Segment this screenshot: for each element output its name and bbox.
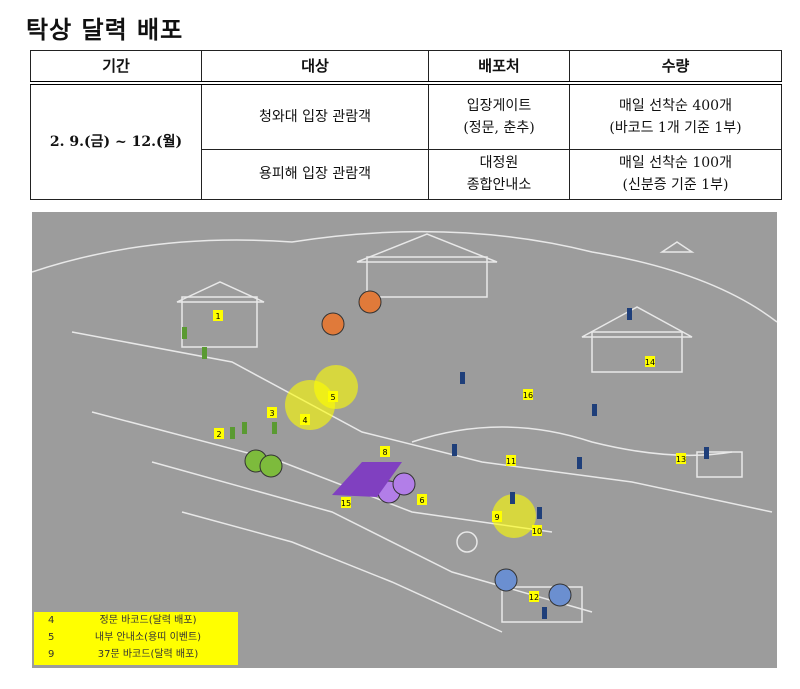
location-label: 3 (269, 409, 274, 418)
header-place: 배포처 (428, 50, 570, 85)
location-label-box (506, 455, 516, 466)
location-label-box (213, 310, 223, 321)
quantity-cell: 매일 선착순 100개 (신분증 기준 1부) (569, 148, 782, 200)
page-title: 탁상 달력 배포 (26, 16, 184, 44)
yellow-zones (285, 365, 536, 538)
legend-number: 9 (48, 649, 55, 660)
target-cell: 청와대 입장 관람객 (201, 82, 429, 150)
green-figures (182, 327, 277, 439)
purple-figure-group (332, 462, 402, 497)
location-label-box (341, 497, 351, 508)
location-label-box (214, 428, 224, 439)
legend-text: 37문 바코드(달력 배포) (97, 649, 199, 660)
map-outlines (31, 230, 778, 633)
location-label-box (645, 356, 655, 367)
distribution-table: 기간 대상 배포처 수량 2. 9.(금) ~ 12.(월) 청와대 입장 관람… (30, 50, 782, 200)
place-line: 종합안내소 (466, 177, 532, 193)
place-line: (정문, 춘추) (463, 119, 535, 136)
header-target: 대상 (201, 50, 429, 85)
place-cell: 입장게이트 (정문, 춘추) (428, 82, 570, 150)
quantity-line: (신분증 기준 1부) (622, 177, 729, 193)
location-label: 13 (676, 455, 686, 464)
location-label: 2 (216, 430, 221, 439)
header-quantity: 수량 (569, 50, 782, 85)
person-markers (244, 290, 572, 607)
target-cell: 용피해 입장 관람객 (201, 148, 429, 200)
location-label-box (492, 511, 502, 522)
period-cell: 2. 9.(금) ~ 12.(월) (30, 82, 202, 200)
location-label: 14 (645, 358, 655, 367)
location-label: 12 (529, 593, 539, 602)
quantity-line: (바코드 1개 기준 1부) (609, 119, 742, 136)
location-label: 6 (419, 496, 424, 505)
legend-number: 4 (48, 615, 55, 626)
location-label-box (523, 389, 533, 400)
quantity-line: 매일 선착순 100개 (619, 155, 732, 171)
quantity-line: 매일 선착순 400개 (619, 97, 732, 114)
place-line: 입장게이트 (466, 97, 532, 114)
location-label: 16 (523, 391, 533, 400)
location-label-box (676, 453, 686, 464)
location-label-box (532, 525, 542, 536)
location-label: 8 (382, 448, 387, 457)
quantity-cell: 매일 선착순 400개 (바코드 1개 기준 1부) (569, 82, 782, 150)
visitor-figures (352, 308, 709, 619)
legend-row: 9 37문 바코드(달력 배포) (34, 646, 238, 663)
location-label-box (529, 591, 539, 602)
location-label-box (380, 446, 390, 457)
legend-text: 정문 바코드(달력 배포) (99, 615, 197, 626)
location-label-box (328, 391, 338, 402)
location-label-box (267, 407, 277, 418)
table-header-row: 기간 대상 배포처 수량 (30, 50, 782, 85)
legend-row: 5 내부 안내소(용띠 이벤트) (34, 629, 238, 646)
location-label: 4 (302, 416, 307, 425)
location-label: 5 (330, 393, 335, 402)
location-label-box (417, 494, 427, 505)
legend-number: 5 (48, 632, 55, 643)
location-label: 1 (215, 312, 220, 321)
location-label: 15 (341, 499, 351, 508)
location-label: 10 (532, 527, 542, 536)
map-legend: 4 정문 바코드(달력 배포) 5 내부 안내소(용띠 이벤트) 9 37문 바코드(… (34, 612, 238, 665)
place-line: 대정원 (479, 155, 519, 171)
header-period: 기간 (30, 50, 202, 85)
location-label-box (300, 414, 310, 425)
location-label: 9 (494, 513, 499, 522)
table-row: 2. 9.(금) ~ 12.(월) 청와대 입장 관람객 입장게이트 (정문, 춘… (30, 82, 782, 200)
legend-text: 내부 안내소(용띠 이벤트) (94, 632, 202, 643)
location-label: 11 (506, 457, 516, 466)
legend-row: 4 정문 바코드(달력 배포) (34, 612, 238, 629)
